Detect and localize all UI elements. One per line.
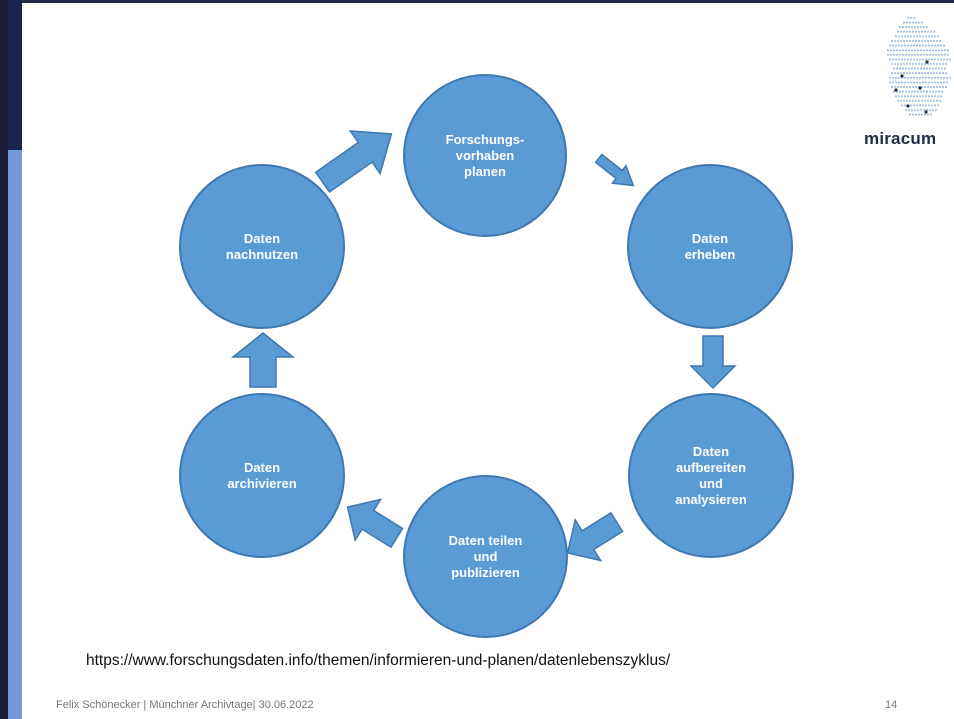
miracum-logo-icon	[886, 16, 952, 116]
node-plan: Forschungs- vorhaben planen	[403, 74, 567, 237]
node-reuse: Daten nachnutzen	[179, 164, 345, 329]
slide-left-blue-accent	[8, 150, 22, 719]
slide-left-navy-accent	[8, 0, 22, 150]
source-url[interactable]: https://www.forschungsdaten.info/themen/…	[86, 652, 671, 669]
node-archive-label: Daten archivieren	[227, 459, 297, 491]
footer-author-event-date: Felix Schönecker | Münchner Archivtage| …	[56, 699, 314, 711]
arrow-share-to-archive	[346, 498, 404, 549]
arrow-process-to-share	[566, 511, 624, 562]
node-process-label: Daten aufbereiten und analysieren	[675, 443, 747, 507]
node-reuse-label: Daten nachnutzen	[225, 230, 299, 262]
node-share: Daten teilen und publizieren	[403, 475, 568, 638]
node-collect: Daten erheben	[627, 164, 793, 329]
node-process: Daten aufbereiten und analysieren	[628, 393, 794, 558]
node-plan-label: Forschungs- vorhaben planen	[445, 131, 525, 179]
footer-page-number: 14	[885, 699, 898, 711]
arrow-plan-to-collect	[594, 153, 635, 187]
arrow-reuse-to-plan	[314, 130, 393, 193]
slide-left-dark-bar	[0, 0, 8, 719]
node-archive: Daten archivieren	[179, 393, 345, 558]
arrow-collect-to-process	[689, 335, 737, 390]
node-share-label: Daten teilen und publizieren	[448, 532, 523, 580]
slide-top-border	[0, 0, 954, 3]
arrow-archive-to-reuse	[230, 332, 296, 388]
node-collect-label: Daten erheben	[684, 230, 736, 262]
logo-wordmark: miracum	[864, 129, 937, 148]
